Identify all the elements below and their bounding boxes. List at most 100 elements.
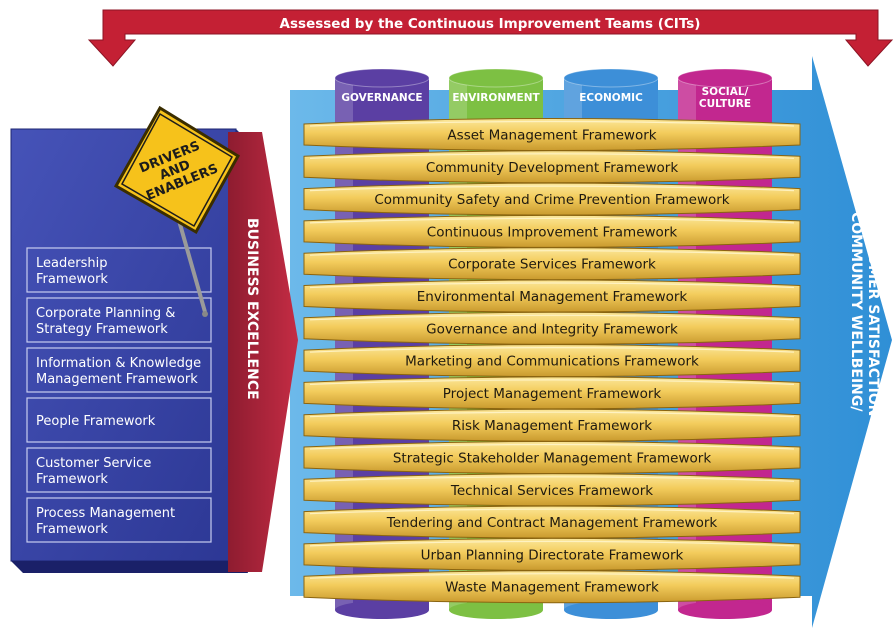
left-framework-box (26, 397, 212, 443)
framework-band-highlight (309, 120, 795, 127)
framework-band-shape (303, 537, 801, 571)
left-framework-label: Process Management (36, 506, 175, 521)
framework-band-label: Marketing and Communications Framework (405, 354, 699, 370)
framework-band-label: Tendering and Contract Management Framew… (386, 515, 718, 531)
framework-band-highlight (309, 153, 795, 159)
right-arrow-line-2: CUSTOMER SATISFACTION (865, 212, 881, 416)
framework-band-label: Strategic Stakeholder Management Framewo… (393, 451, 712, 467)
left-framework-label: Management Framework (36, 372, 198, 387)
framework-band: Waste Management Framework (303, 570, 801, 604)
right-arrow-line-1: COMMUNITY WELLBEING/ (848, 212, 864, 412)
framework-band-highlight (309, 476, 795, 482)
left-framework-label: Strategy Framework (36, 322, 168, 337)
framework-band-shape (303, 247, 801, 281)
pillar-label: CULTURE (699, 98, 751, 110)
left-framework-label: People Framework (36, 414, 156, 429)
framework-band-shape (303, 505, 801, 539)
framework-band-highlight (309, 282, 795, 289)
framework-band: Governance and Integrity Framework (303, 311, 801, 345)
pillar-base (678, 601, 772, 619)
framework-band-highlight (309, 540, 795, 547)
framework-band-label: Continuous Improvement Framework (427, 224, 678, 240)
framework-band: Risk Management Framework (303, 408, 801, 442)
framework-band-label: Community Safety and Crime Prevention Fr… (374, 192, 729, 208)
pillar-top (563, 68, 659, 88)
framework-band-shape (303, 570, 801, 604)
pillar-label: SOCIAL/ (702, 86, 749, 98)
framework-band: Project Management Framework (303, 376, 801, 410)
framework-band-shape (303, 182, 801, 216)
framework-band-label: Urban Planning Directorate Framework (421, 547, 684, 563)
framework-band: Marketing and Communications Framework (303, 344, 801, 378)
svg-text:COMMUNITY WELLBEING/ CUS: COMMUNITY WELLBEING/ CUSTOMER SATISFACTI… (848, 212, 881, 416)
left-framework-item: Corporate Planning &Strategy Framework (26, 297, 212, 343)
framework-band-highlight (309, 573, 795, 579)
framework-band: Continuous Improvement Framework (303, 214, 801, 248)
pillar-label: GOVERNANCE (341, 92, 422, 104)
pillar-base (335, 601, 429, 619)
left-framework-label: Framework (36, 272, 108, 287)
framework-band-shape (303, 214, 801, 248)
framework-band-highlight (309, 347, 795, 353)
left-framework-label: Corporate Planning & (36, 306, 175, 321)
business-excellence-arrow: BUSINESS EXCELLENCE (228, 132, 298, 572)
left-framework-label: Customer Service (36, 456, 151, 471)
left-framework-label: Framework (36, 522, 108, 537)
business-excellence-label: BUSINESS EXCELLENCE (244, 218, 260, 400)
framework-band: Environmental Management Framework (303, 279, 801, 313)
framework-band-shape (303, 279, 801, 313)
drivers-enablers-sign: DRIVERS AND ENABLERS (113, 105, 241, 317)
framework-band: Technical Services Framework (303, 473, 801, 507)
framework-band-label: Environmental Management Framework (417, 289, 688, 305)
framework-band-highlight (309, 443, 795, 450)
assessment-bracket: Assessed by the Continuous Improvement T… (87, 9, 894, 67)
left-framework-box (26, 347, 212, 393)
framework-band-label: Corporate Services Framework (448, 257, 656, 273)
framework-band-shape (303, 376, 801, 410)
framework-band-highlight (309, 185, 795, 192)
framework-band-shape (303, 118, 801, 151)
framework-band-highlight (309, 217, 795, 224)
left-framework-box (26, 447, 212, 493)
framework-band-shape (303, 150, 801, 184)
framework-band-shape (303, 311, 801, 345)
framework-band-highlight (309, 250, 795, 256)
pillar-label: ECONOMIC (579, 92, 643, 104)
left-framework-label: Framework (36, 472, 108, 487)
left-framework-box (26, 247, 212, 293)
left-framework-label: Information & Knowledge (36, 356, 201, 371)
framework-band-shape (303, 344, 801, 378)
framework-band: Community Safety and Crime Prevention Fr… (303, 182, 801, 216)
framework-band: Tendering and Contract Management Framew… (303, 505, 801, 539)
bracket-label: Assessed by the Continuous Improvement T… (280, 16, 701, 32)
framework-band-shape (303, 473, 801, 507)
left-framework-box (26, 497, 212, 543)
pillar-label: ENVIRONMENT (452, 92, 540, 104)
framework-band-label: Asset Management Framework (447, 128, 656, 144)
framework-band-shape (303, 441, 801, 474)
framework-band-label: Waste Management Framework (445, 580, 659, 596)
framework-band-highlight (309, 411, 795, 418)
framework-band-label: Risk Management Framework (452, 418, 652, 434)
framework-band-highlight (309, 379, 795, 385)
framework-band-label: Technical Services Framework (450, 483, 653, 499)
pillar-top (448, 68, 544, 88)
pillar-base (449, 601, 543, 619)
framework-band: Community Development Framework (303, 150, 801, 184)
framework-band-label: Project Management Framework (443, 386, 662, 402)
framework-band: Urban Planning Directorate Framework (303, 537, 801, 571)
framework-band-label: Community Development Framework (426, 160, 679, 176)
framework-band: Asset Management Framework (303, 118, 801, 151)
framework-band: Corporate Services Framework (303, 247, 801, 281)
pillar-top (334, 68, 430, 88)
pillar-base (564, 601, 658, 619)
left-framework-box (26, 297, 212, 343)
pillar-top (677, 68, 773, 88)
left-framework-label: Leadership (36, 256, 107, 271)
